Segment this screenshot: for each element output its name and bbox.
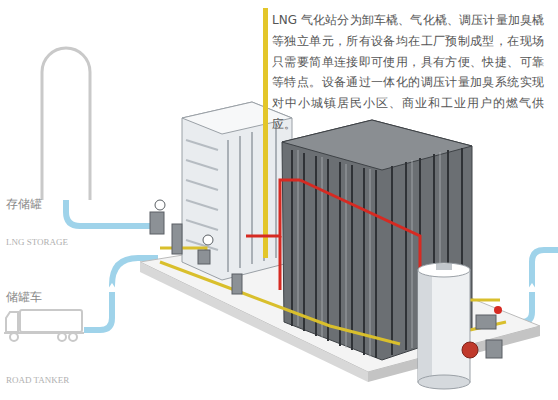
part-name: ROAD TANKER — [6, 374, 69, 386]
valve-group — [150, 200, 242, 294]
supply-pipe — [66, 200, 150, 226]
storage-tank — [42, 48, 90, 200]
road-tanker — [4, 310, 84, 341]
part-name: 储罐车 — [6, 289, 42, 305]
heated-gas-pipe — [246, 180, 420, 290]
part-name: 存储罐 — [6, 196, 42, 212]
flow-arrow — [526, 283, 538, 292]
pressure-regulator — [418, 263, 502, 389]
vent-stack — [263, 8, 268, 258]
part-name: LNG STORAGE — [6, 236, 68, 248]
flow-arrow — [106, 283, 118, 292]
description-note: LNG 气化站分为卸车橇、气化橇、调压计量加臭橇等独立单元，所有设备均在工厂预制… — [272, 10, 544, 135]
outlet-pipe — [505, 250, 558, 322]
